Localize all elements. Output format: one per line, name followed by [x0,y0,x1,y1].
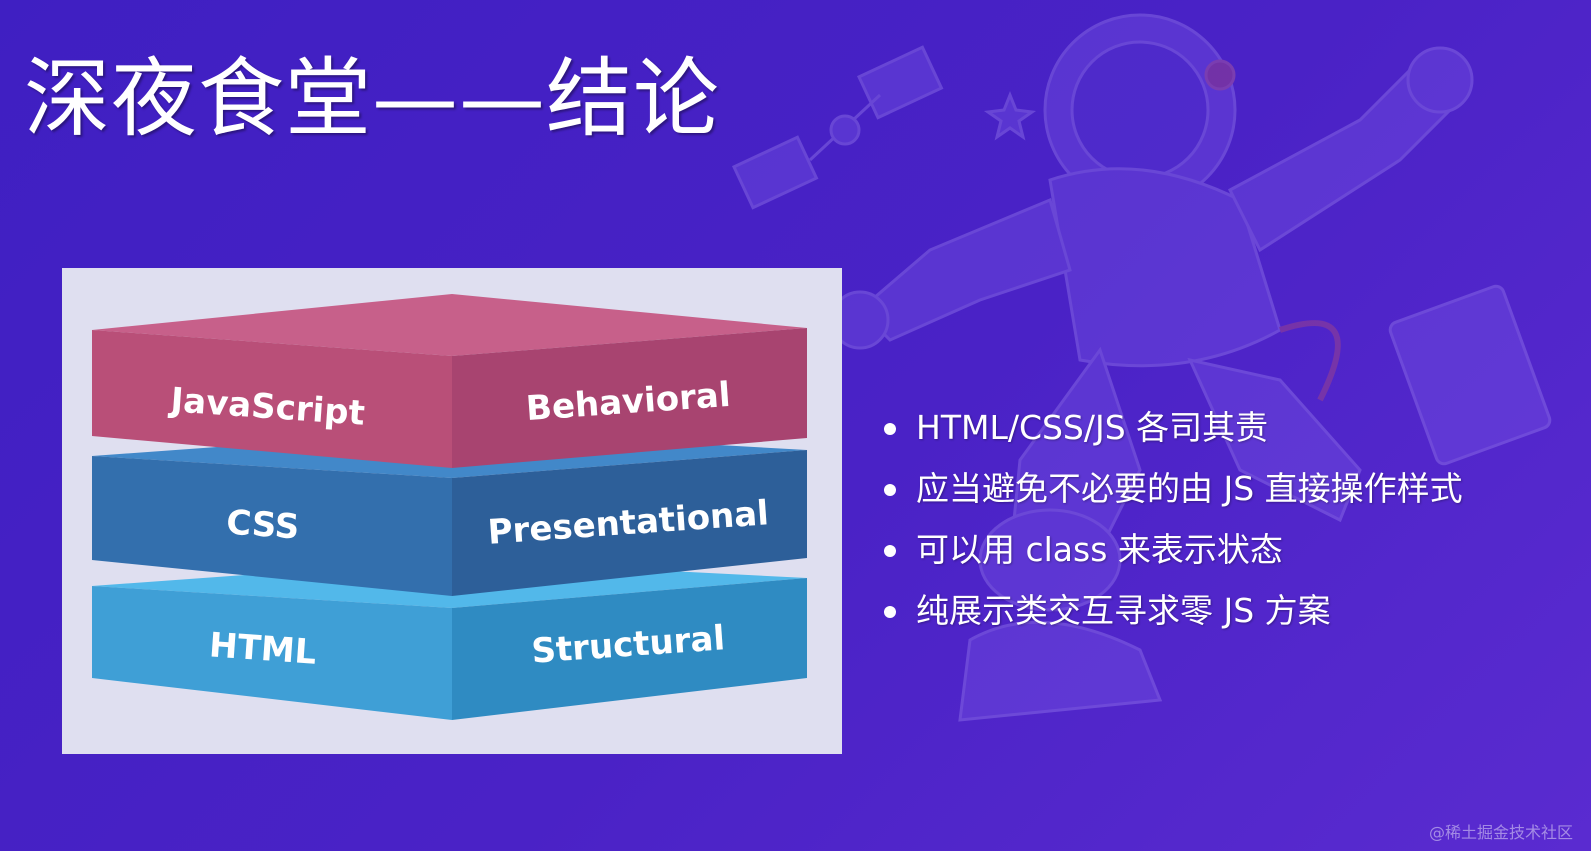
watermark: @稀土掘金技术社区 [1428,823,1573,842]
slide-title: 深夜食堂——结论 [24,49,720,149]
bullet-dot-icon [884,545,896,557]
bullet-text: HTML/CSS/JS 各司其责 [916,408,1269,447]
bullet-dot-icon [884,484,896,496]
layer-javascript-top [92,294,807,356]
astronaut-icon [731,13,1552,722]
bullet-dot-icon [884,606,896,618]
layer-css-right-face [452,450,807,596]
layer-css-left-label: CSS [225,503,301,548]
layer-javascript-right-face [452,328,807,468]
layer-html-left-label: HTML [208,625,318,672]
bullet-item: HTML/CSS/JS 各司其责 [884,404,1463,465]
layer-html-left-face [92,586,452,720]
layer-javascript: JavaScript Behavioral [92,294,807,468]
layer-javascript-left-face [92,330,452,468]
bullet-dot-icon [884,423,896,435]
layer-css-left-face [92,456,452,596]
bullet-text: 应当避免不必要的由 JS 直接操作样式 [916,469,1463,508]
layers-diagram: HTML Structural CSS Presentational JavaS… [62,268,842,754]
bullet-list: HTML/CSS/JS 各司其责 应当避免不必要的由 JS 直接操作样式 可以用… [884,404,1463,648]
bullet-item: 应当避免不必要的由 JS 直接操作样式 [884,465,1463,526]
bullet-item: 纯展示类交互寻求零 JS 方案 [884,587,1463,648]
layer-html-right-face [452,578,807,720]
bullet-text: 纯展示类交互寻求零 JS 方案 [916,591,1331,630]
bullet-text: 可以用 class 来表示状态 [916,530,1283,569]
bullet-item: 可以用 class 来表示状态 [884,526,1463,587]
